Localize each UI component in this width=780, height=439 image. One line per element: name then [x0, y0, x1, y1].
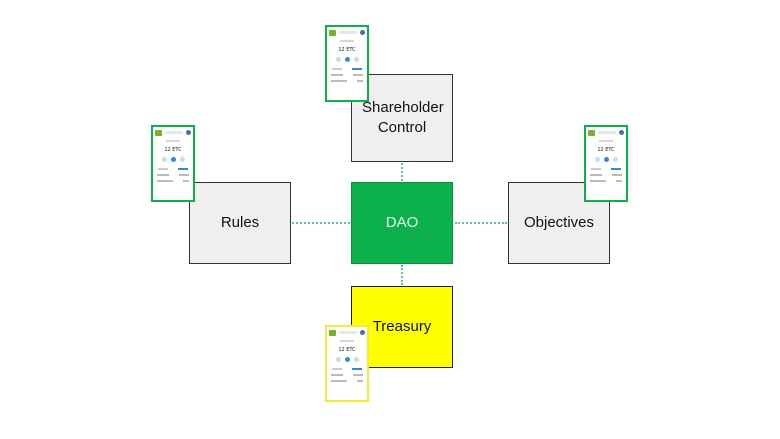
dao-label: DAO [385, 213, 419, 231]
wallet-screenshot-bottom: 12 ETC [325, 325, 369, 402]
avatar-icon [360, 30, 365, 35]
connector-dao-treasury [401, 265, 403, 285]
avatar-icon [619, 130, 624, 135]
wallet-screenshot-top: 12 ETC [325, 25, 369, 102]
wallet-balance: 12 ETC [164, 147, 182, 153]
wallet-balance: 12 ETC [338, 347, 356, 353]
dao-node: DAO [351, 182, 453, 264]
wallet-logo-icon [588, 129, 595, 136]
shareholder-control-label: Shareholder Control [362, 98, 444, 136]
wallet-balance: 12 ETC [338, 47, 356, 53]
connector-dao-objectives [455, 222, 507, 224]
wallet-logo-icon [329, 29, 336, 36]
objectives-label: Objectives [523, 213, 595, 231]
wallet-logo-icon [329, 329, 336, 336]
wallet-screenshot-left: 12 ETC [151, 125, 195, 202]
wallet-logo-icon [155, 129, 162, 136]
avatar-icon [186, 130, 191, 135]
shareholder-control-node: Shareholder Control [351, 74, 453, 162]
treasury-label: Treasury [372, 317, 432, 335]
wallet-balance: 12 ETC [597, 147, 615, 153]
connector-shareholder-dao [401, 163, 403, 181]
avatar-icon [360, 330, 365, 335]
connector-rules-dao [292, 222, 350, 224]
wallet-screenshot-right: 12 ETC [584, 125, 628, 202]
rules-node: Rules [189, 182, 291, 264]
rules-label: Rules [220, 213, 260, 231]
